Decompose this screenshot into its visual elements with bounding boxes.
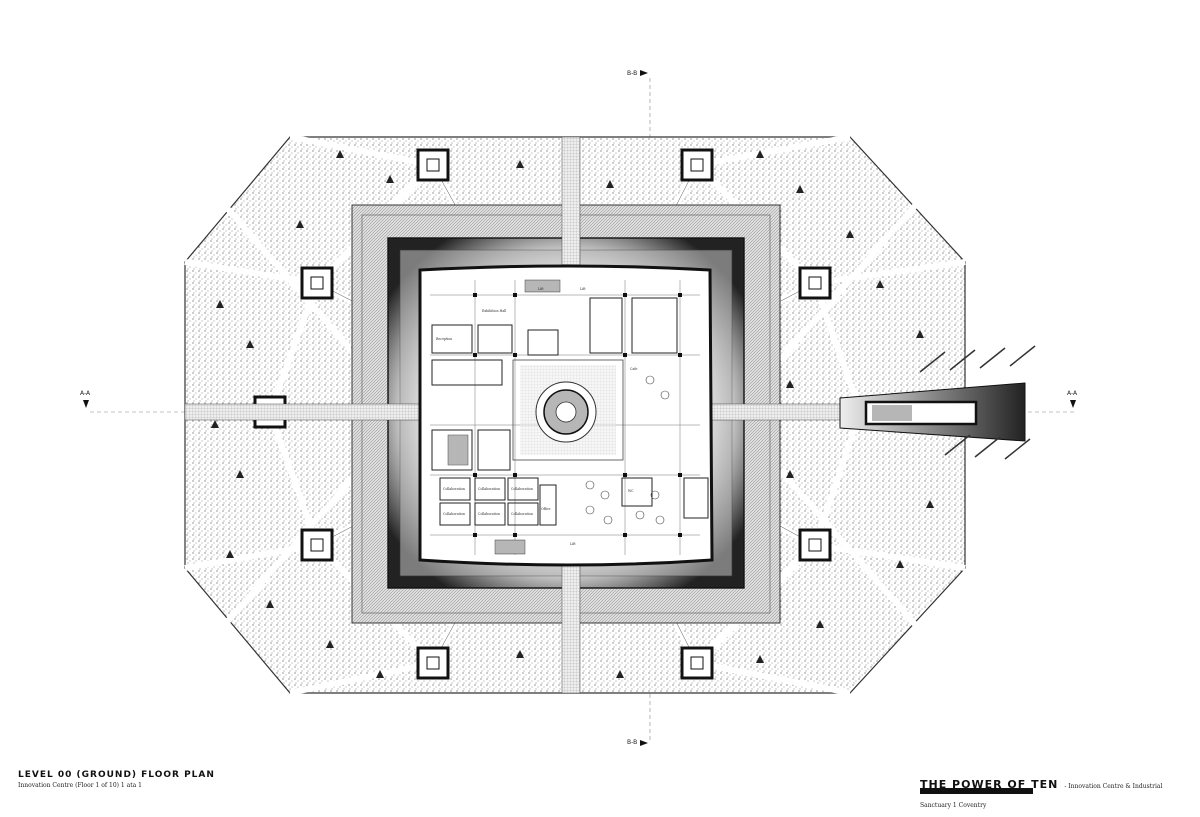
section-marker-left: A-A bbox=[80, 390, 91, 397]
room-label-lift-nw: Lift bbox=[538, 287, 544, 291]
room-label-lift-ne: Lift bbox=[580, 287, 586, 291]
room-label-collab-5: Collaboration bbox=[478, 512, 500, 516]
building-floor-plate: Lift Lift Lift Exhibition Hall Reception… bbox=[418, 264, 714, 567]
room-label-collab-2: Collaboration bbox=[478, 487, 500, 491]
room-label-cafe: Cafe bbox=[630, 367, 638, 371]
room-label-collab-1: Collaboration bbox=[443, 487, 465, 491]
room-label-lift-s: Lift bbox=[570, 542, 576, 546]
project-tagline: - Innovation Centre & Industrial Sanctua… bbox=[920, 783, 1163, 809]
room-label-reception: Reception bbox=[436, 337, 452, 341]
atrium bbox=[512, 359, 624, 461]
room-label-wc: WC bbox=[628, 489, 634, 493]
project-name: THE POWER OF TEN bbox=[920, 778, 1059, 791]
room-label-exhibition-hall: Exhibition Hall bbox=[482, 309, 506, 313]
drawing-title-block: LEVEL 00 (GROUND) FLOOR PLAN Innovation … bbox=[18, 770, 215, 789]
brand-underline-bar bbox=[920, 788, 1033, 794]
section-marker-right: A-A bbox=[1067, 390, 1078, 397]
section-marker-bottom: B-B bbox=[627, 739, 638, 746]
room-label-collab-4: Collaboration bbox=[443, 512, 465, 516]
room-label-collab-3: Collaboration bbox=[511, 487, 533, 491]
drawing-title: LEVEL 00 (GROUND) FLOOR PLAN bbox=[18, 770, 215, 780]
room-label-office: Office bbox=[541, 507, 551, 511]
section-arrows bbox=[83, 70, 1076, 746]
project-brand-block: THE POWER OF TEN- Innovation Centre & In… bbox=[920, 773, 1190, 811]
room-label-collab-6: Collaboration bbox=[511, 512, 533, 516]
entrance-ramp bbox=[839, 345, 1036, 460]
drawing-subtitle: Innovation Centre (Floor 1 of 10) 1 ata … bbox=[18, 782, 142, 789]
section-marker-top: B-B bbox=[627, 70, 638, 77]
